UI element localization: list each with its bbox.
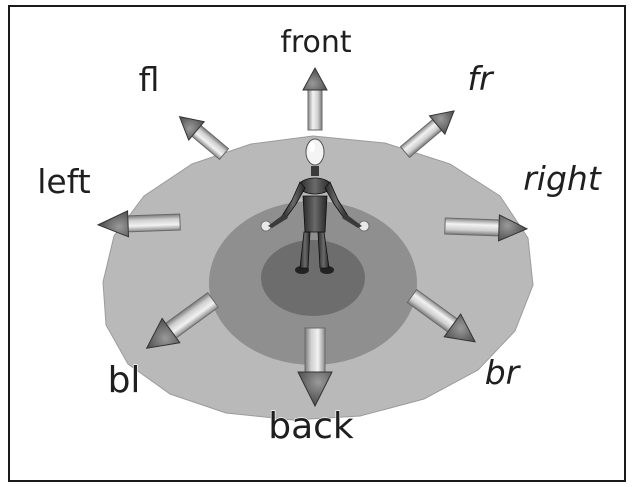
label-left: left — [37, 162, 91, 201]
arrow-front-right — [399, 110, 455, 159]
label-back: back — [268, 406, 354, 447]
arrow-left — [96, 210, 181, 238]
label-bl: bl — [108, 360, 141, 401]
arrow-front-left — [178, 116, 230, 161]
label-br: br — [485, 353, 522, 392]
arrow-front — [302, 66, 328, 131]
arrow-right — [444, 214, 529, 242]
arrow-back — [297, 327, 333, 408]
label-front: front — [280, 25, 352, 60]
arrow-back-right — [406, 288, 477, 343]
mannequin-figure — [260, 138, 370, 274]
label-fr: fr — [467, 59, 495, 98]
label-right: right — [523, 159, 602, 198]
label-fl: fl — [139, 60, 160, 99]
inner-disc — [261, 240, 365, 316]
arrow-back-left — [145, 292, 219, 349]
